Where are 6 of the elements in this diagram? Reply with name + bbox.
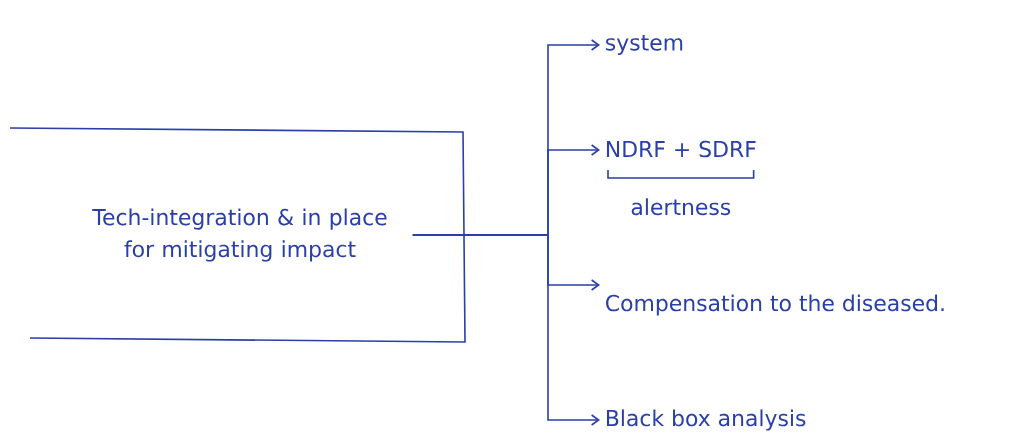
list-item: NDRF + SDRF alertness — [606, 140, 756, 216]
list-item: Black box analysis — [606, 409, 806, 431]
list-item: system — [606, 35, 683, 55]
process-box: Tech-integration & in place for mitigating impact — [9, 127, 466, 343]
list-item: Compensation to the diseased. — [606, 294, 944, 316]
arrow — [412, 234, 600, 426]
